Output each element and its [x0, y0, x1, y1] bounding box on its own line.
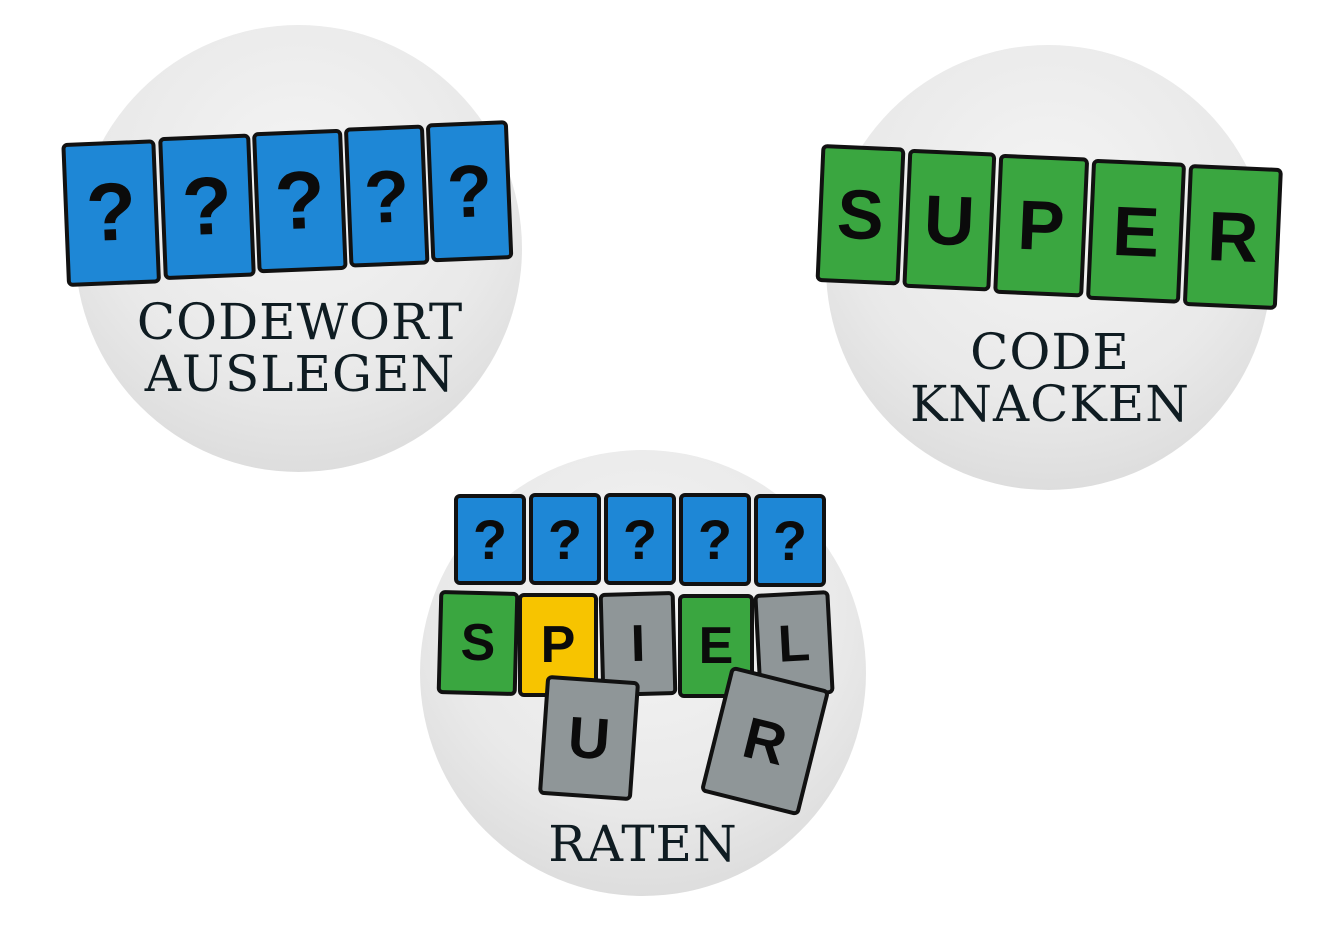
code-tile: S	[815, 143, 906, 286]
caption-line: CODE	[970, 323, 1130, 381]
code-tile: P	[993, 153, 1090, 298]
code-tile: ?	[343, 124, 430, 268]
code-tile: ?	[158, 133, 256, 281]
secret-tile-row: ? ? ? ? ?	[454, 492, 826, 588]
secret-tile: ?	[604, 493, 676, 585]
code-tile: ?	[425, 120, 514, 263]
guess-tile: E	[678, 594, 754, 698]
guess-tile-row: S P I E L	[436, 588, 838, 703]
code-tile: ?	[61, 139, 162, 287]
code-tile: E	[1085, 158, 1187, 304]
step3-caption: RATEN	[548, 815, 738, 873]
secret-tile: ?	[754, 494, 826, 587]
step2-caption: CODE KNACKEN	[850, 326, 1250, 430]
caption-line: KNACKEN	[909, 375, 1191, 433]
caption-line: CODEWORT	[136, 293, 464, 351]
code-tile: U	[902, 148, 997, 292]
extra-tile-u: U	[537, 674, 641, 802]
caption-line: AUSLEGEN	[144, 345, 456, 403]
step1-tile-row: ? ? ? ? ?	[61, 119, 517, 292]
code-tile: ?	[252, 128, 348, 274]
step1-caption: CODEWORT AUSLEGEN	[100, 296, 500, 400]
secret-tile: ?	[679, 493, 751, 586]
secret-tile: ?	[454, 494, 526, 585]
secret-tile: ?	[529, 493, 601, 585]
guess-tile: S	[436, 589, 520, 697]
code-tile: R	[1182, 164, 1283, 310]
step2-tile-row: S U P E R	[815, 140, 1286, 320]
